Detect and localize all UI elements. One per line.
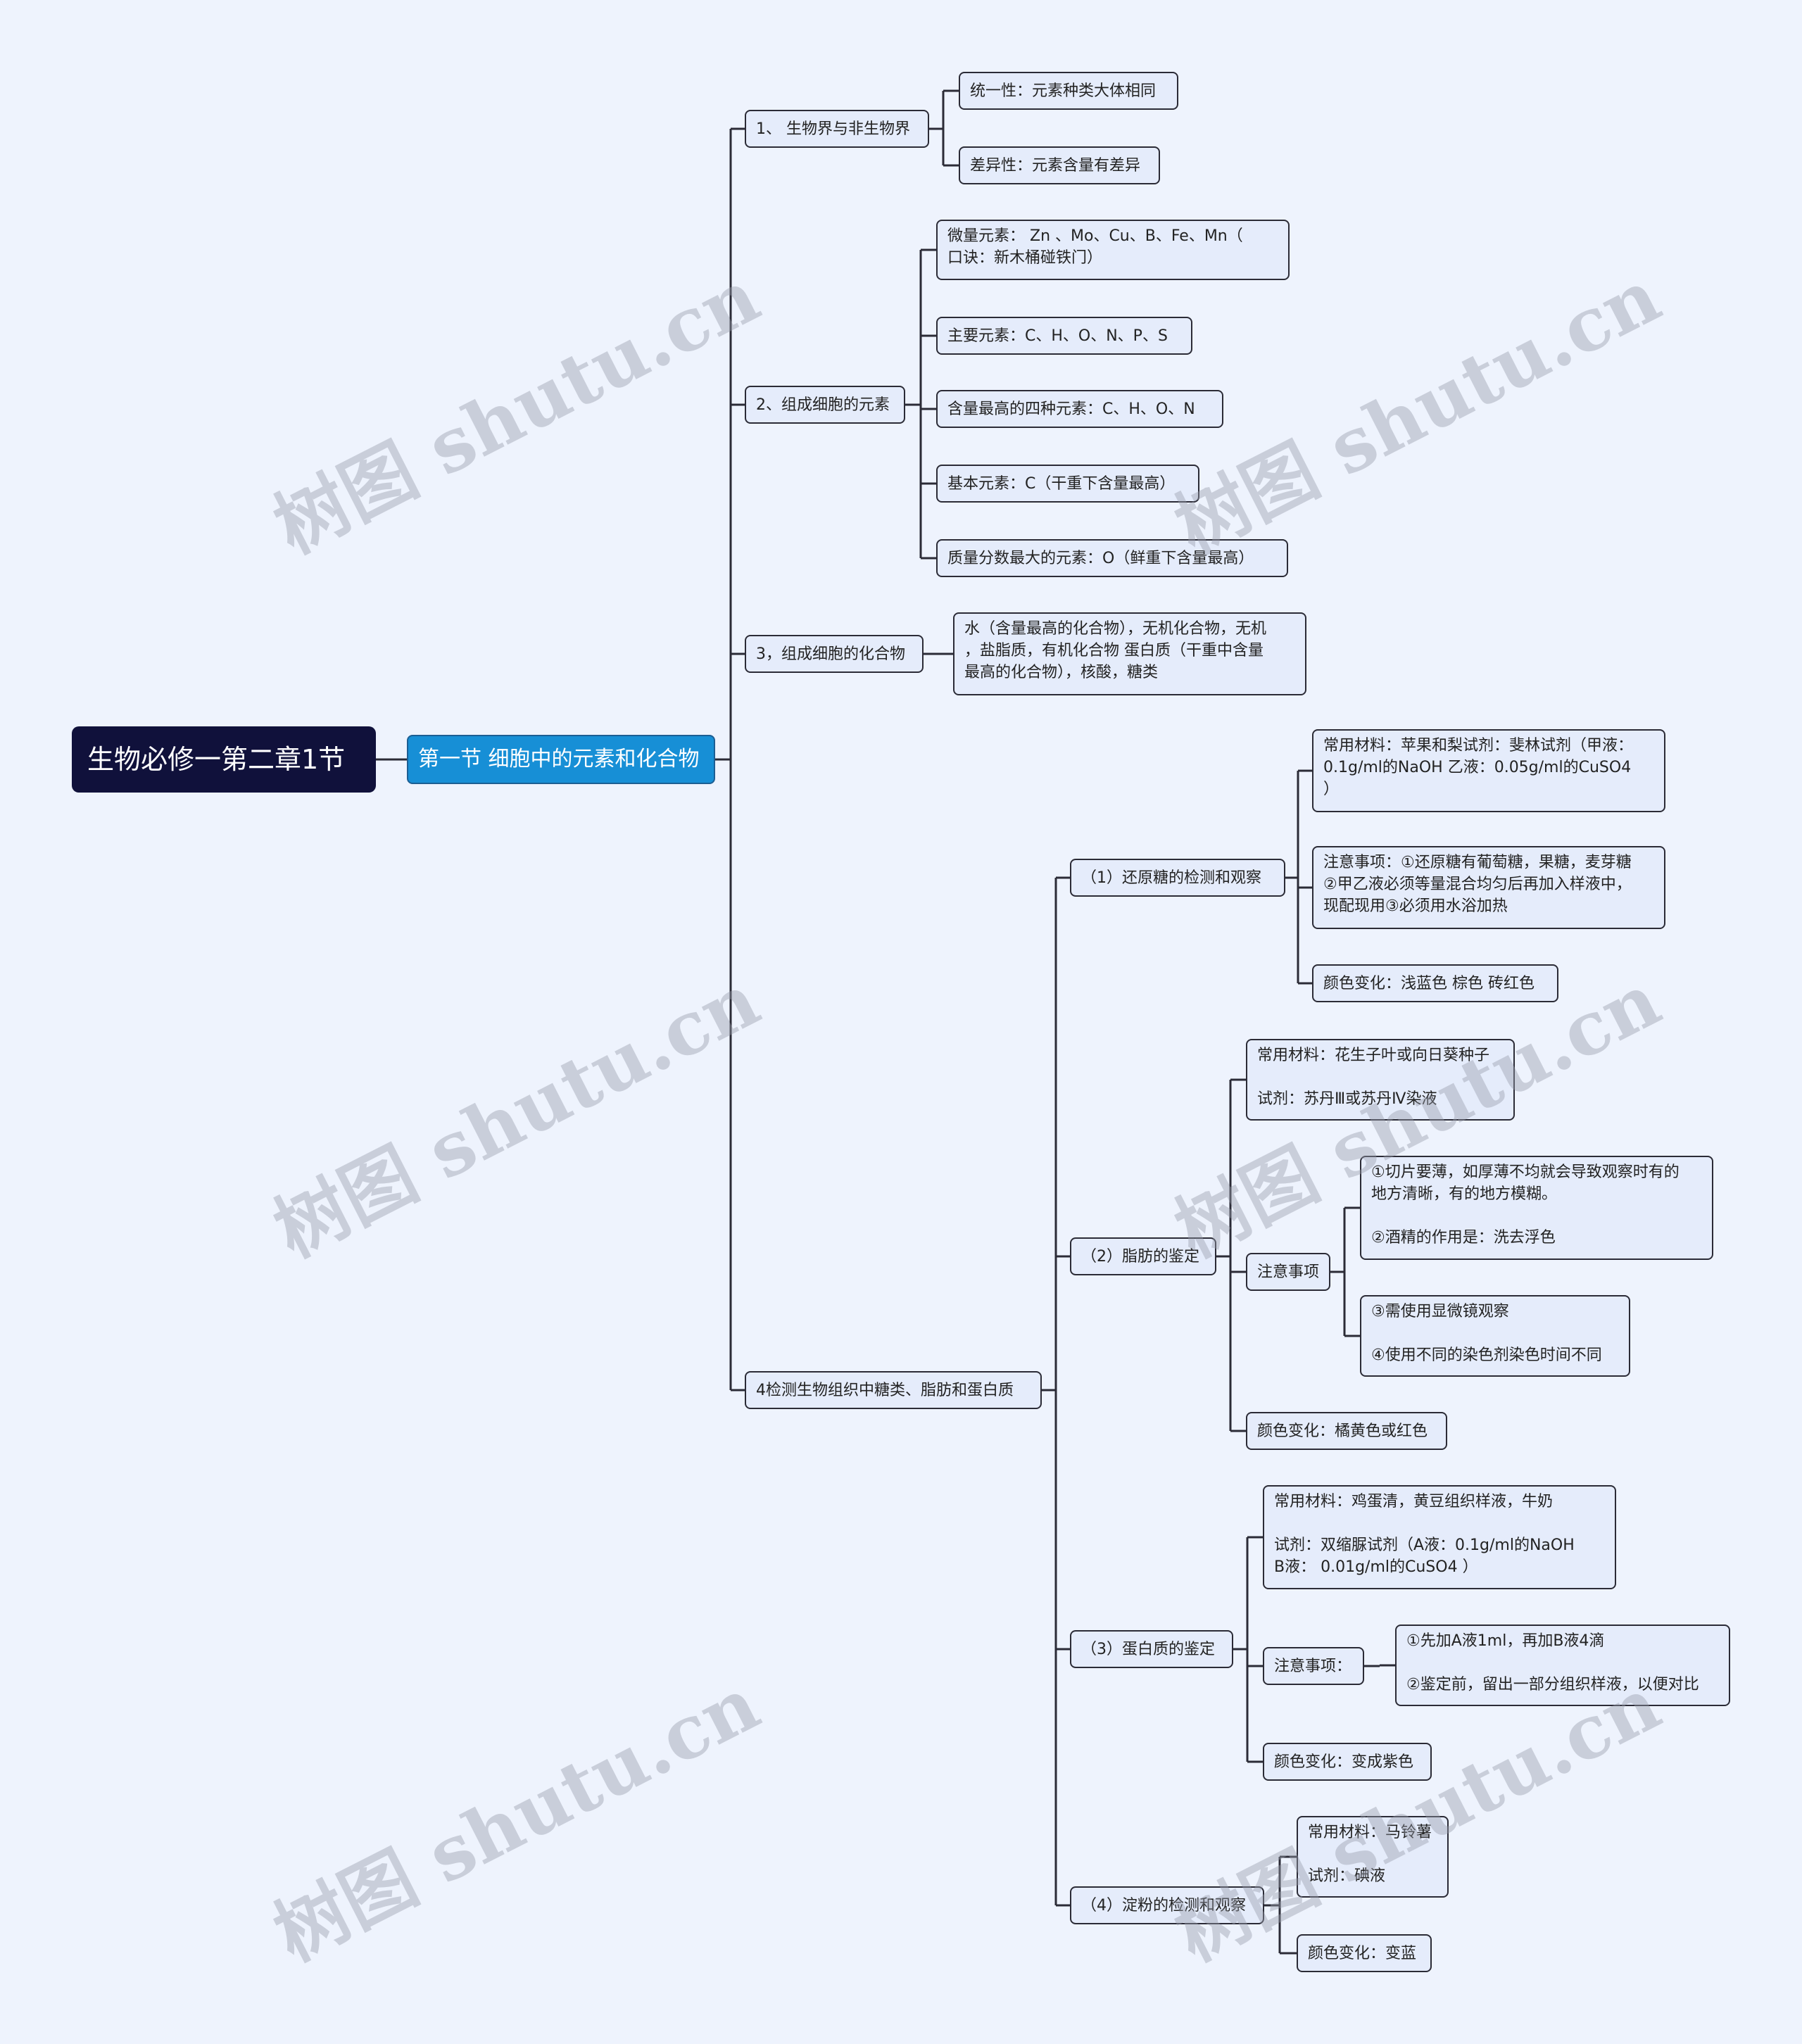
sub3-note-1[interactable]: ①先加A液1ml，再加B液4滴 ②鉴定前，留出一部分组织样液，以便对比 <box>1395 1625 1730 1706</box>
branch-1-node[interactable]: 1、 生物界与非生物界 <box>745 110 929 148</box>
branch-4-node[interactable]: 4检测生物组织中糖类、脂肪和蛋白质 <box>745 1371 1042 1409</box>
section-node[interactable]: 第一节 细胞中的元素和化合物 <box>407 735 715 784</box>
b2-item-1[interactable]: 微量元素： Zn 、Mo、Cu、B、Fe、Mn（ 口诀：新木桶碰铁门） <box>936 220 1290 280</box>
sub2-color[interactable]: 颜色变化：橘黄色或红色 <box>1246 1412 1447 1450</box>
branch-2-node[interactable]: 2、组成细胞的元素 <box>745 386 905 424</box>
sub2-node[interactable]: （2）脂肪的鉴定 <box>1070 1237 1216 1275</box>
sub2-note-1[interactable]: ①切片要薄，如厚薄不均就会导致观察时有的 地方清晰，有的地方模糊。 ②酒精的作用… <box>1360 1156 1713 1260</box>
sub4-color[interactable]: 颜色变化：变蓝 <box>1297 1934 1432 1972</box>
sub4-node[interactable]: （4）淀粉的检测和观察 <box>1070 1886 1264 1924</box>
sub1-node[interactable]: （1）还原糖的检测和观察 <box>1070 859 1285 897</box>
b2-item-5[interactable]: 质量分数最大的元素：O（鲜重下含量最高） <box>936 539 1288 577</box>
sub2-material[interactable]: 常用材料：花生子叶或向日葵种子 试剂：苏丹Ⅲ或苏丹Ⅳ染液 <box>1246 1039 1515 1121</box>
sub1-item-2[interactable]: 注意事项：①还原糖有葡萄糖，果糖，麦芽糖 ②甲乙液必须等量混合均匀后再加入样液中… <box>1312 846 1665 929</box>
b1-item-2[interactable]: 差异性：元素含量有差异 <box>959 146 1160 184</box>
root-node[interactable]: 生物必修一第二章1节 <box>72 726 376 793</box>
sub1-item-3[interactable]: 颜色变化：浅蓝色 棕色 砖红色 <box>1312 964 1558 1002</box>
sub3-notes-node[interactable]: 注意事项： <box>1263 1647 1364 1685</box>
b2-item-4[interactable]: 基本元素：C（干重下含量最高） <box>936 465 1199 503</box>
b3-item-1[interactable]: 水（含量最高的化合物），无机化合物，无机 ，盐脂质，有机化合物 蛋白质（干重中含… <box>953 612 1306 695</box>
b1-item-1[interactable]: 统一性：元素种类大体相同 <box>959 72 1178 110</box>
sub3-material[interactable]: 常用材料：鸡蛋清，黄豆组织样液，牛奶 试剂：双缩脲试剂（A液：0.1g/ml的N… <box>1263 1485 1616 1589</box>
sub1-item-1[interactable]: 常用材料：苹果和梨试剂：斐林试剂（甲液： 0.1g/ml的NaOH 乙液：0.0… <box>1312 729 1665 812</box>
sub3-node[interactable]: （3）蛋白质的鉴定 <box>1070 1630 1233 1668</box>
sub4-material[interactable]: 常用材料：马铃薯 试剂：碘液 <box>1297 1816 1449 1898</box>
branch-3-node[interactable]: 3，组成细胞的化合物 <box>745 635 924 673</box>
b2-item-3[interactable]: 含量最高的四种元素：C、H、O、N <box>936 390 1223 428</box>
b2-item-2[interactable]: 主要元素：C、H、O、N、P、S <box>936 317 1192 355</box>
sub2-notes-node[interactable]: 注意事项 <box>1246 1253 1330 1291</box>
sub3-color[interactable]: 颜色变化：变成紫色 <box>1263 1743 1432 1781</box>
sub2-note-2[interactable]: ③需使用显微镜观察 ④使用不同的染色剂染色时间不同 <box>1360 1295 1630 1377</box>
